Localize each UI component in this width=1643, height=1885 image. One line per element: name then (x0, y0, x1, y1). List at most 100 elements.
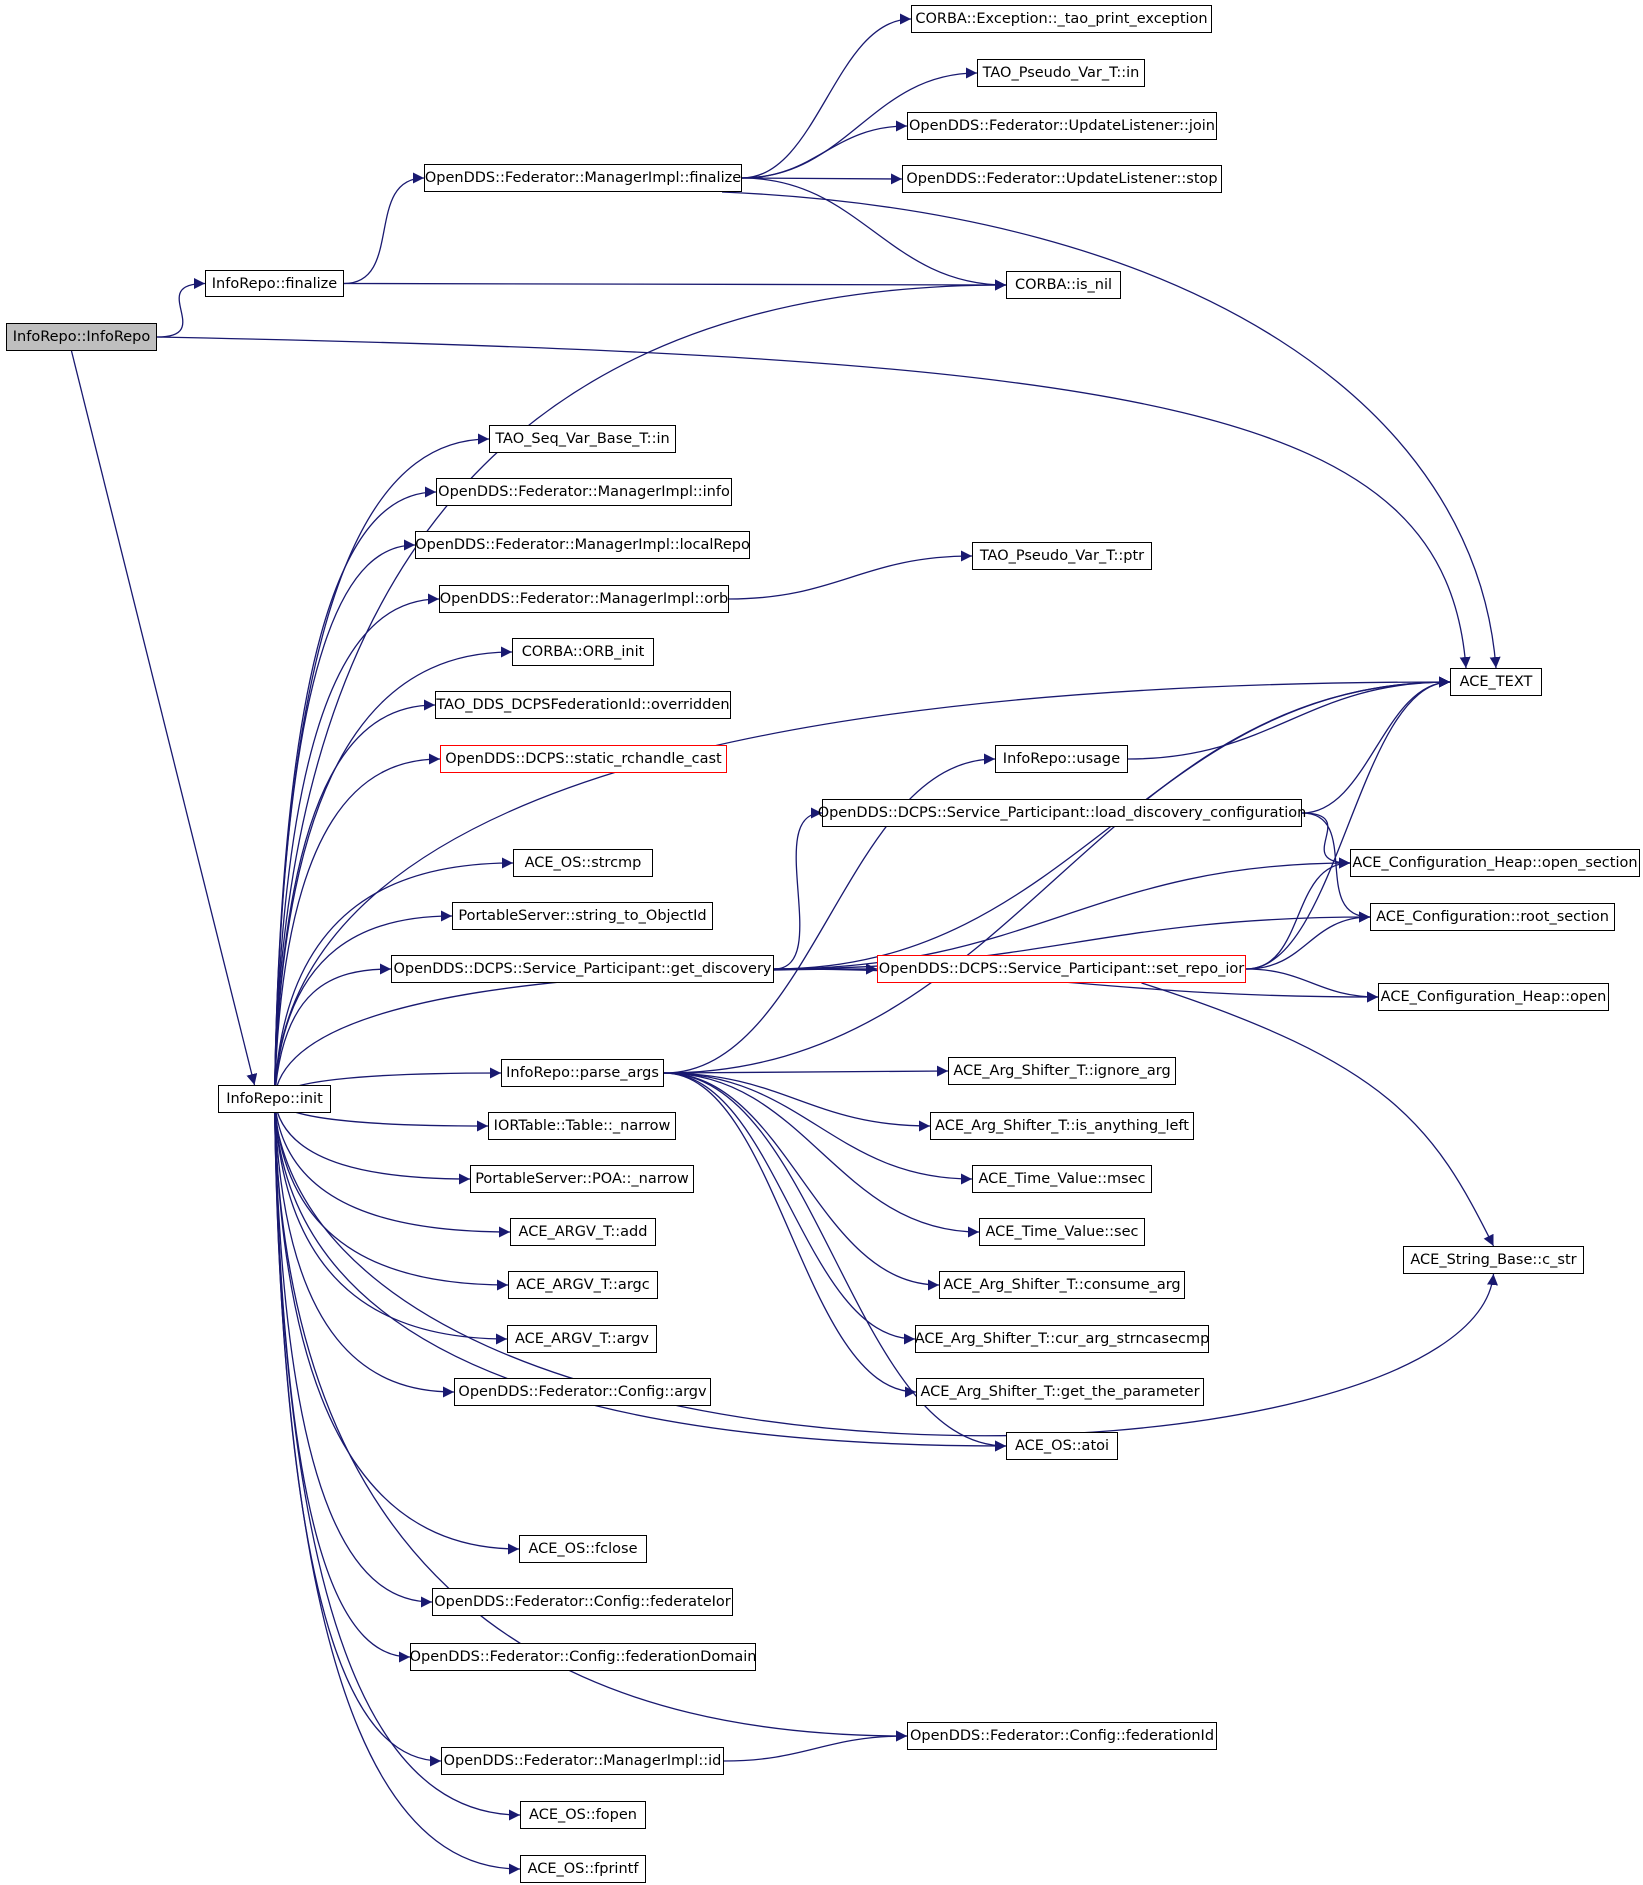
node-n43[interactable]: ACE_OS::fclose (519, 1535, 647, 1563)
node-label: OpenDDS::Federator::ManagerImpl::orb (439, 591, 729, 607)
node-n41[interactable]: ACE_Arg_Shifter_T::get_the_parameter (916, 1378, 1204, 1406)
node-n23[interactable]: ACE_Configuration::root_section (1370, 903, 1615, 931)
edge-n00-n09 (70, 350, 258, 1086)
node-n28[interactable]: ACE_Arg_Shifter_T::ignore_arg (948, 1057, 1176, 1085)
edge-n09-n20 (273, 857, 514, 1100)
node-label: OpenDDS::Federator::Config::federationDo… (409, 1649, 757, 1665)
edge-n09-n36 (273, 1098, 509, 1291)
node-n42[interactable]: ACE_OS::atoi (1006, 1432, 1118, 1460)
node-n12[interactable]: OpenDDS::Federator::ManagerImpl::localRe… (415, 531, 750, 559)
edge-n27-n30 (663, 1072, 931, 1132)
node-label: InfoRepo::parse_args (506, 1065, 659, 1081)
edge-n09-n48 (273, 1098, 521, 1821)
edge-n02-n05 (741, 120, 908, 179)
node-n14[interactable]: TAO_Pseudo_Var_T::ptr (972, 542, 1152, 570)
node-n27[interactable]: InfoRepo::parse_args (501, 1059, 664, 1087)
node-label: OpenDDS::DCPS::static_rchandle_cast (445, 751, 722, 767)
node-n11[interactable]: OpenDDS::Federator::ManagerImpl::info (436, 478, 732, 506)
node-n49[interactable]: ACE_OS::fprintf (520, 1855, 646, 1883)
node-n01[interactable]: InfoRepo::finalize (205, 270, 344, 297)
node-n29[interactable]: IORTable::Table::_narrow (488, 1112, 676, 1140)
node-label: ACE_OS::atoi (1014, 1438, 1110, 1454)
node-n44[interactable]: OpenDDS::Federator::Config::federateIor (432, 1588, 733, 1616)
node-label: InfoRepo::init (226, 1091, 323, 1107)
edge-n09-n17 (273, 753, 441, 1100)
edge-n00-n01 (156, 278, 206, 338)
node-label: TAO_DDS_DCPSFederationId::overridden (436, 697, 730, 713)
node-label: PortableServer::string_to_ObjectId (458, 908, 707, 924)
node-n08[interactable]: ACE_TEXT (1450, 668, 1542, 696)
edge-n09-n12 (273, 539, 416, 1100)
edge-n02-n08 (721, 191, 1501, 669)
edge-n27-n39 (663, 1072, 916, 1345)
node-n02[interactable]: OpenDDS::Federator::ManagerImpl::finaliz… (424, 164, 742, 192)
node-n38[interactable]: ACE_ARGV_T::argv (507, 1325, 657, 1353)
node-label: OpenDDS::DCPS::Service_Participant::load… (817, 805, 1307, 821)
node-n39[interactable]: ACE_Arg_Shifter_T::cur_arg_strncasecmp (915, 1325, 1209, 1353)
node-n37[interactable]: ACE_Arg_Shifter_T::consume_arg (939, 1271, 1185, 1299)
edge-n02-n06 (741, 173, 903, 185)
node-n47[interactable]: OpenDDS::Federator::ManagerImpl::id (441, 1747, 724, 1775)
edge-n01-n07 (343, 279, 1007, 291)
node-label: OpenDDS::Federator::ManagerImpl::localRe… (415, 537, 750, 553)
node-n03[interactable]: CORBA::Exception::_tao_print_exception (911, 5, 1212, 33)
node-n40[interactable]: OpenDDS::Federator::Config::argv (454, 1378, 711, 1406)
edge-n00-n08 (156, 336, 1471, 669)
node-n06[interactable]: OpenDDS::Federator::UpdateListener::stop (902, 165, 1222, 193)
node-n04[interactable]: TAO_Pseudo_Var_T::in (977, 59, 1145, 87)
node-n10[interactable]: TAO_Seq_Var_Base_T::in (489, 425, 676, 453)
edge-n09-n43 (273, 1098, 520, 1555)
node-label: OpenDDS::Federator::ManagerImpl::id (443, 1753, 722, 1769)
node-n25[interactable]: OpenDDS::DCPS::Service_Participant::set_… (877, 955, 1246, 983)
node-n33[interactable]: ACE_ARGV_T::add (510, 1218, 656, 1246)
edge-n09-n44 (273, 1098, 433, 1608)
node-n36[interactable]: ACE_ARGV_T::argc (508, 1271, 658, 1299)
node-label: ACE_OS::strcmp (524, 855, 642, 871)
node-n32[interactable]: ACE_Time_Value::msec (972, 1165, 1152, 1193)
node-label: InfoRepo::finalize (211, 275, 338, 292)
node-n30[interactable]: ACE_Arg_Shifter_T::is_anything_left (930, 1112, 1194, 1140)
node-n24[interactable]: OpenDDS::DCPS::Service_Participant::get_… (391, 955, 774, 983)
edge-n24-n19 (773, 807, 823, 970)
node-n31[interactable]: PortableServer::POA::_narrow (470, 1165, 694, 1193)
node-n22[interactable]: PortableServer::string_to_ObjectId (452, 902, 713, 930)
node-n21[interactable]: ACE_Configuration_Heap::open_section (1350, 849, 1640, 877)
edge-n09-n49 (273, 1098, 521, 1875)
node-n46[interactable]: OpenDDS::Federator::Config::federationId (907, 1722, 1217, 1750)
node-n13[interactable]: OpenDDS::Federator::ManagerImpl::orb (439, 585, 729, 613)
node-n34[interactable]: ACE_Time_Value::sec (979, 1218, 1145, 1246)
edge-n09-n33 (273, 1098, 511, 1238)
node-n16[interactable]: TAO_DDS_DCPSFederationId::overridden (435, 691, 731, 719)
node-n15[interactable]: CORBA::ORB_init (512, 638, 654, 666)
node-label: OpenDDS::DCPS::Service_Participant::set_… (878, 961, 1245, 977)
edge-n25-n26 (1245, 968, 1379, 1003)
edge-n27-n34 (663, 1072, 980, 1238)
node-label: OpenDDS::Federator::ManagerImpl::info (438, 484, 730, 500)
node-n18[interactable]: InfoRepo::usage (995, 745, 1128, 773)
edge-n27-n28 (663, 1065, 949, 1077)
edge-n09-n38 (273, 1098, 508, 1345)
node-label: ACE_String_Base::c_str (1410, 1252, 1577, 1268)
node-n19[interactable]: OpenDDS::DCPS::Service_Participant::load… (818, 799, 1306, 827)
node-n05[interactable]: OpenDDS::Federator::UpdateListener::join (907, 112, 1217, 140)
node-n45[interactable]: OpenDDS::Federator::Config::federationDo… (410, 1643, 756, 1671)
node-n09[interactable]: InfoRepo::init (218, 1085, 331, 1113)
node-label: ACE_Time_Value::msec (978, 1171, 1146, 1187)
node-n07[interactable]: CORBA::is_nil (1006, 271, 1121, 299)
edge-n02-n03 (741, 13, 912, 179)
edge-n09-n46 (273, 1098, 908, 1742)
node-n48[interactable]: ACE_OS::fopen (520, 1801, 646, 1829)
node-n35[interactable]: ACE_String_Base::c_str (1403, 1246, 1584, 1274)
edge-n02-n07 (741, 177, 1007, 291)
edge-n47-n46 (723, 1730, 908, 1762)
edge-n25-n21 (1245, 857, 1351, 970)
node-n26[interactable]: ACE_Configuration_Heap::open (1378, 983, 1609, 1011)
edge-n24-n26 (773, 968, 1379, 1003)
node-n20[interactable]: ACE_OS::strcmp (513, 849, 653, 877)
node-label: IORTable::Table::_narrow (493, 1118, 671, 1134)
edge-n01-n02 (343, 172, 425, 285)
node-n17[interactable]: OpenDDS::DCPS::static_rchandle_cast (440, 745, 727, 773)
node-label: ACE_TEXT (1459, 674, 1533, 690)
